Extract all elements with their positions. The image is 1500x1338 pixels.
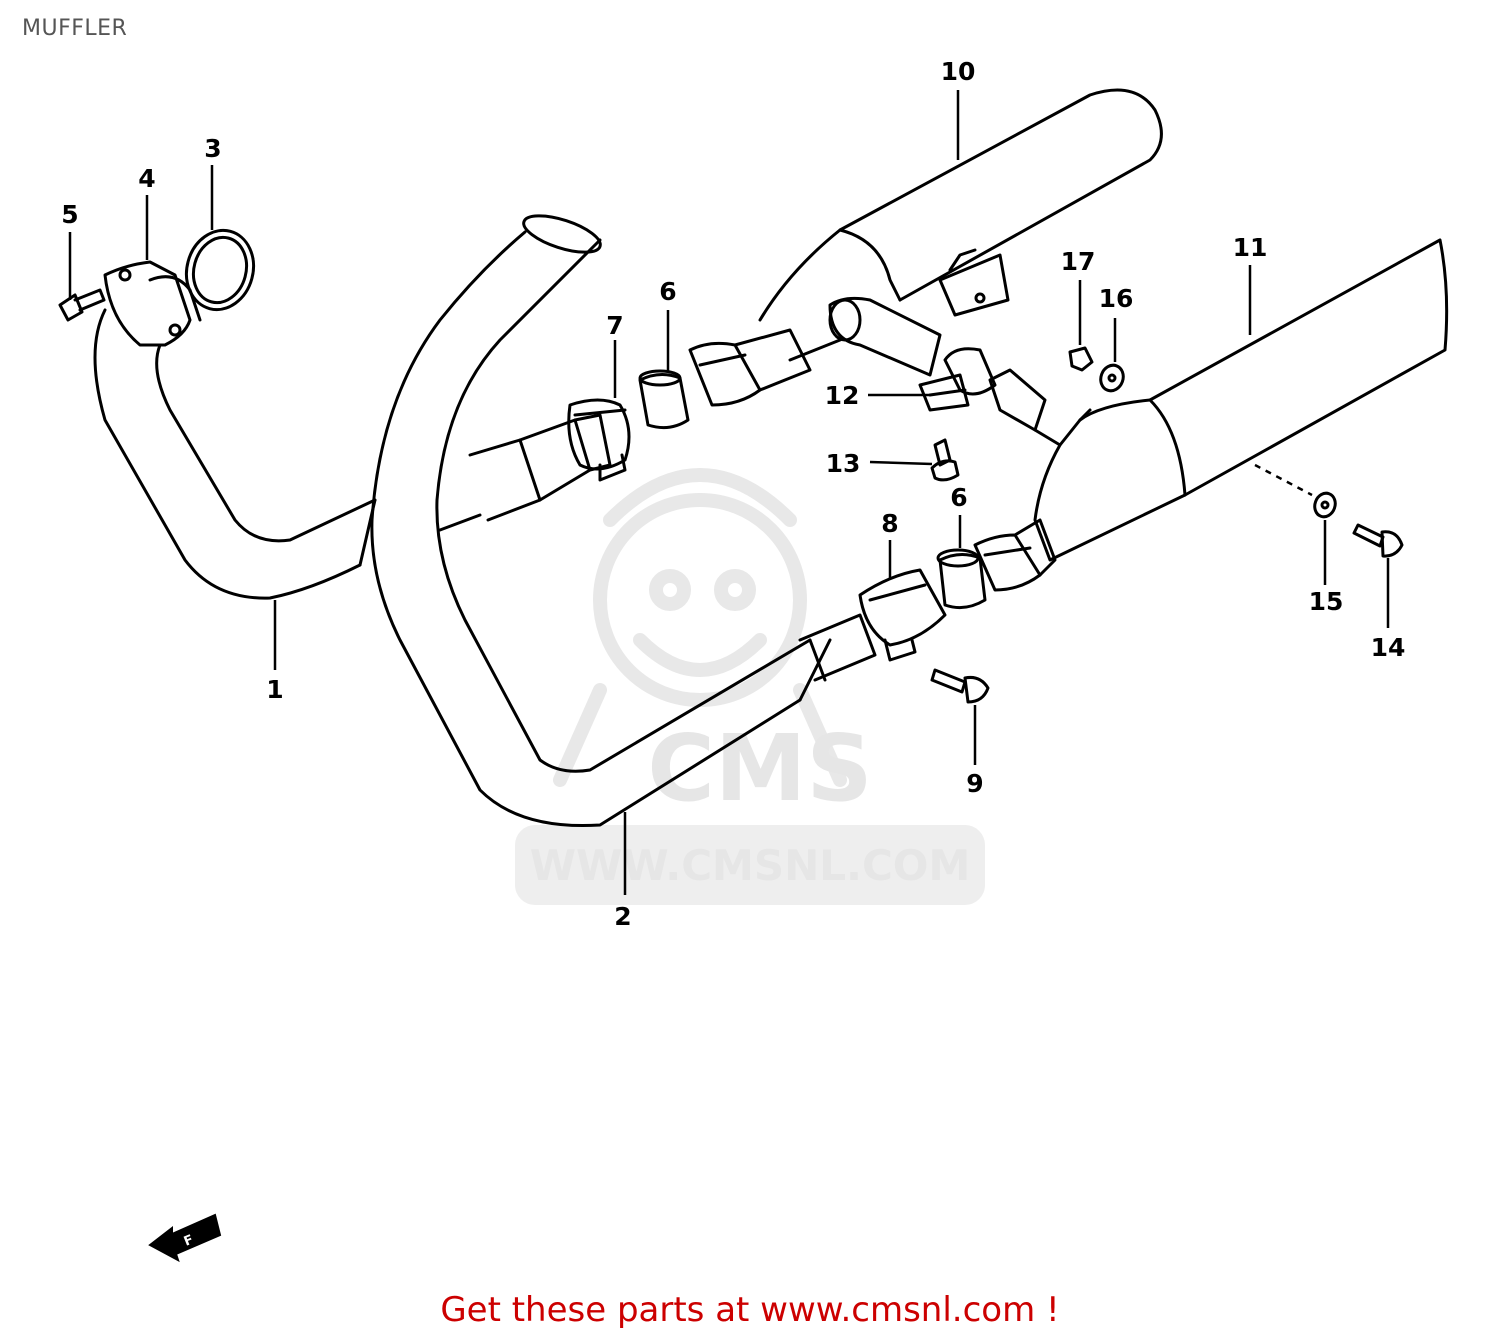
callout-8: 8 (881, 509, 898, 538)
washer-15 (1313, 491, 1337, 519)
washer-16 (1099, 363, 1125, 393)
callout-9: 9 (966, 769, 983, 798)
bolt-9 (930, 668, 990, 704)
page-title: MUFFLER (22, 16, 128, 41)
gasket-lower (936, 548, 987, 610)
clamp-upper (567, 398, 631, 482)
callout-2: 2 (614, 902, 631, 931)
front-arrow-icon (148, 1213, 222, 1263)
exhaust-pipe-front (93, 308, 482, 600)
callout-11: 11 (1233, 233, 1268, 262)
callouts: 1 2 3 4 5 6 6 7 8 9 10 11 12 13 14 15 16… (61, 57, 1405, 931)
bolt-5 (58, 288, 106, 322)
clamp-lower (858, 568, 947, 662)
muffler-bracket (938, 248, 1010, 317)
watermark-logo: CMS (647, 715, 872, 822)
muffler-right (1033, 238, 1449, 562)
bolt-14 (1352, 523, 1404, 558)
callout-7: 7 (606, 311, 623, 340)
callout-4: 4 (138, 164, 155, 193)
leader-lines (68, 90, 1390, 895)
callout-15: 15 (1309, 587, 1344, 616)
muffler-inlet-upper (688, 328, 812, 407)
muffler-left (758, 88, 1163, 362)
callout-14: 14 (1371, 633, 1406, 662)
bolt-13 (930, 438, 960, 482)
muffler-inlet-lower (973, 518, 1057, 592)
callout-10: 10 (941, 57, 976, 86)
front-direction-marker: F (148, 1213, 222, 1263)
gasket-upper (638, 369, 690, 430)
callout-13: 13 (826, 449, 861, 478)
nut-17 (1068, 346, 1094, 372)
callout-6-upper: 6 (659, 277, 676, 306)
callout-6-lower: 6 (950, 483, 967, 512)
clamp-crossover (918, 373, 970, 412)
parts-drawing (58, 88, 1449, 828)
watermark-banner (515, 825, 985, 905)
watermark-url: WWW.CMSNL.COM (530, 841, 971, 890)
watermark-mascot (553, 468, 847, 787)
callout-12: 12 (825, 381, 860, 410)
watermark: CMS WWW.CMSNL.COM (515, 468, 985, 905)
exhaust-pipe-rear (370, 214, 832, 828)
exhaust-gasket-ring (184, 228, 256, 312)
callout-17: 17 (1061, 247, 1096, 276)
callout-1: 1 (266, 675, 283, 704)
callout-5: 5 (61, 200, 78, 229)
crossover-pipe (828, 296, 1092, 447)
footer-cta[interactable]: Get these parts at www.cmsnl.com ! (440, 1290, 1060, 1330)
connector-pipe-lower (798, 613, 877, 682)
callout-3: 3 (204, 134, 221, 163)
callout-16: 16 (1099, 284, 1134, 313)
